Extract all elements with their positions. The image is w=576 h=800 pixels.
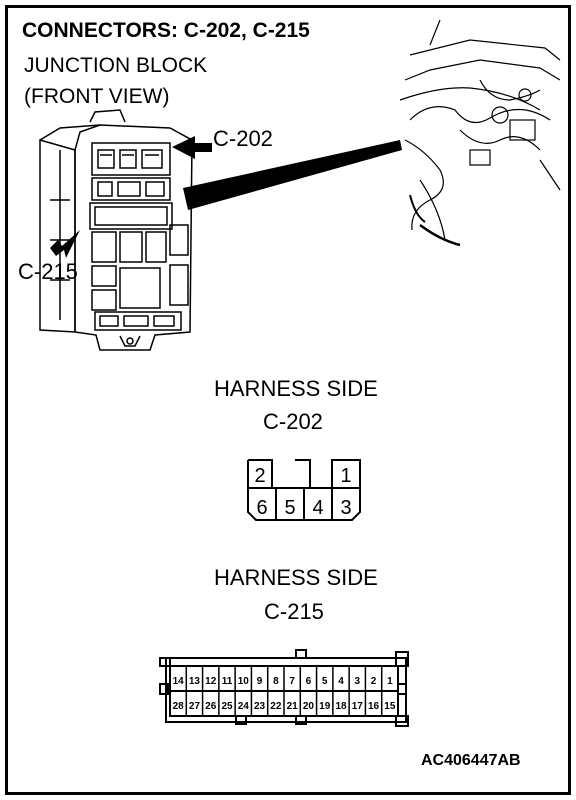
diagram-border xyxy=(5,5,571,795)
c215-heading: HARNESS SIDE xyxy=(214,565,378,590)
junction-block-top-tab xyxy=(89,109,126,123)
c202-name: C-202 xyxy=(263,409,323,434)
junction-block-top-edge xyxy=(39,124,101,141)
location-beam xyxy=(183,140,402,210)
arrow-to-c215 xyxy=(50,230,80,258)
dashboard-location-sketch xyxy=(399,19,561,247)
subtitle-front-view: (FRONT VIEW) xyxy=(24,85,170,108)
c202-heading: HARNESS SIDE xyxy=(214,376,378,401)
callout-c202-label: C-202 xyxy=(213,126,273,151)
callout-c215-label: C-215 xyxy=(18,259,78,284)
junction-block-side-panel xyxy=(39,139,76,333)
diagram-title: CONNECTORS: C-202, C-215 xyxy=(22,19,310,42)
junction-block-front-panel xyxy=(74,124,193,351)
arrow-to-c202 xyxy=(172,136,212,159)
c215-name: C-215 xyxy=(264,599,324,624)
subtitle-junction-block: JUNCTION BLOCK xyxy=(24,54,208,77)
figure-id: AC406447AB xyxy=(421,752,521,769)
